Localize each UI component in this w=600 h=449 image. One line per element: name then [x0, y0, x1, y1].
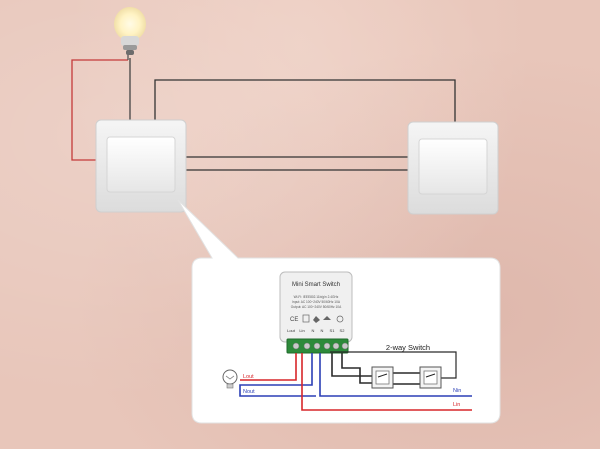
module-spec-3: Output: AC 100~240V 50/60Hz 10A [291, 305, 342, 309]
wall-switch-left[interactable] [95, 119, 187, 213]
recycle-icon [313, 316, 320, 323]
terminal-n2: N [321, 328, 324, 333]
lin-label: Lin [453, 402, 460, 408]
terminal-lout: Lout [287, 328, 296, 333]
two-way-switch-left [371, 366, 394, 389]
two-way-switch-right [419, 366, 442, 389]
lout-label: Lout [243, 374, 254, 380]
two-way-switch-label: 2-way Switch [386, 343, 430, 352]
terminal-lin: Lin [299, 328, 304, 333]
module-spec-1: Wi-Fi: IEEE802.11b/g/n 2.4GHz [294, 295, 339, 299]
home-icon [323, 316, 331, 320]
nin-label: Nin [453, 388, 461, 394]
nout-label: Nout [243, 389, 255, 395]
rohs-icon [302, 314, 310, 323]
diagram-bulb-icon [222, 369, 238, 389]
wall-switch-right[interactable] [407, 121, 499, 215]
module-title: Mini Smart Switch [292, 282, 340, 288]
wall-wiring [71, 48, 456, 171]
light-bulb-icon [114, 7, 146, 55]
terminal-n1: N [312, 328, 315, 333]
terminal-s2: S2 [340, 328, 346, 333]
wifi-icon [336, 315, 344, 323]
module-spec-2: Input: AC 100~240V 50/60Hz 10A [292, 300, 341, 304]
ce-mark-icon: CE [290, 317, 298, 323]
diagram-wiring [239, 351, 472, 411]
smart-switch-module: Mini Smart Switch Wi-Fi: IEEE802.11b/g/n… [279, 271, 353, 354]
terminal-s1: S1 [330, 328, 336, 333]
